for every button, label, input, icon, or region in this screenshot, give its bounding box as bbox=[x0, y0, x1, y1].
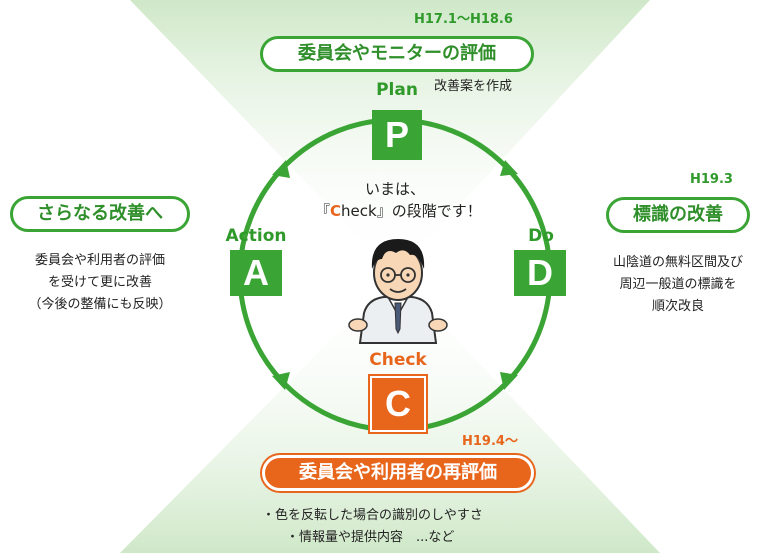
plan-title-pill: 委員会やモニターの評価 bbox=[260, 36, 534, 72]
center-suffix: 』の段階です！ bbox=[376, 202, 482, 220]
arrow-left-top-icon bbox=[272, 160, 290, 178]
check-title-pill: 委員会や利用者の再評価 bbox=[262, 455, 534, 491]
action-title-pill: さらなる改善へ bbox=[10, 196, 190, 232]
arrow-right-top-icon bbox=[500, 160, 518, 176]
plan-date: H17.1～H18.6 bbox=[414, 12, 513, 27]
teacher-illustration-icon bbox=[348, 239, 448, 344]
do-note-line: 山陰道の無料区間及び bbox=[612, 255, 743, 270]
do-note-line: 順次改良 bbox=[651, 299, 704, 314]
check-letter-box: C bbox=[370, 376, 426, 432]
do-date: H19.3 bbox=[690, 172, 733, 187]
check-date: H19.4～ bbox=[462, 434, 518, 449]
action-label: Action bbox=[225, 226, 287, 246]
do-title-pill: 標識の改善 bbox=[606, 197, 750, 233]
center-line-1: いまは、 bbox=[364, 180, 425, 198]
action-note-line: を受けて更に改善 bbox=[47, 275, 152, 290]
check-note-line: ・色を反転した場合の識別のしやすさ bbox=[262, 508, 483, 523]
arrow-right-bottom-icon bbox=[500, 372, 518, 390]
action-note-line: 委員会や利用者の評価 bbox=[34, 253, 165, 268]
arrow-left-bottom-icon bbox=[272, 372, 290, 390]
center-line-2: 『Check』の段階です！ bbox=[315, 200, 482, 222]
check-note-line: ・情報量や提供内容 ...など bbox=[286, 530, 455, 545]
do-note-line: 周辺一般道の標識を bbox=[619, 277, 737, 292]
center-highlight-rest: heck bbox=[341, 202, 377, 220]
do-note: 山陰道の無料区間及び 周辺一般道の標識を 順次改良 bbox=[588, 252, 768, 318]
action-letter-box: A bbox=[230, 250, 282, 296]
do-letter-box: D bbox=[514, 250, 566, 296]
action-note: 委員会や利用者の評価 を受けて更に改善 （今後の整備にも反映） bbox=[0, 250, 200, 316]
center-prefix: 『 bbox=[315, 202, 331, 220]
check-note: ・色を反転した場合の識別のしやすさ ・情報量や提供内容 ...など bbox=[262, 505, 483, 549]
check-label: Check bbox=[369, 350, 427, 370]
plan-note: 改善案を作成 bbox=[434, 79, 513, 94]
plan-letter-box: P bbox=[372, 110, 422, 160]
center-message: いまは、 『Check』の段階です！ bbox=[315, 178, 482, 222]
center-highlight-letter: C bbox=[330, 202, 342, 220]
plan-label: Plan bbox=[376, 80, 418, 100]
do-label: Do bbox=[528, 226, 554, 246]
action-note-line: （今後の整備にも反映） bbox=[28, 297, 172, 312]
